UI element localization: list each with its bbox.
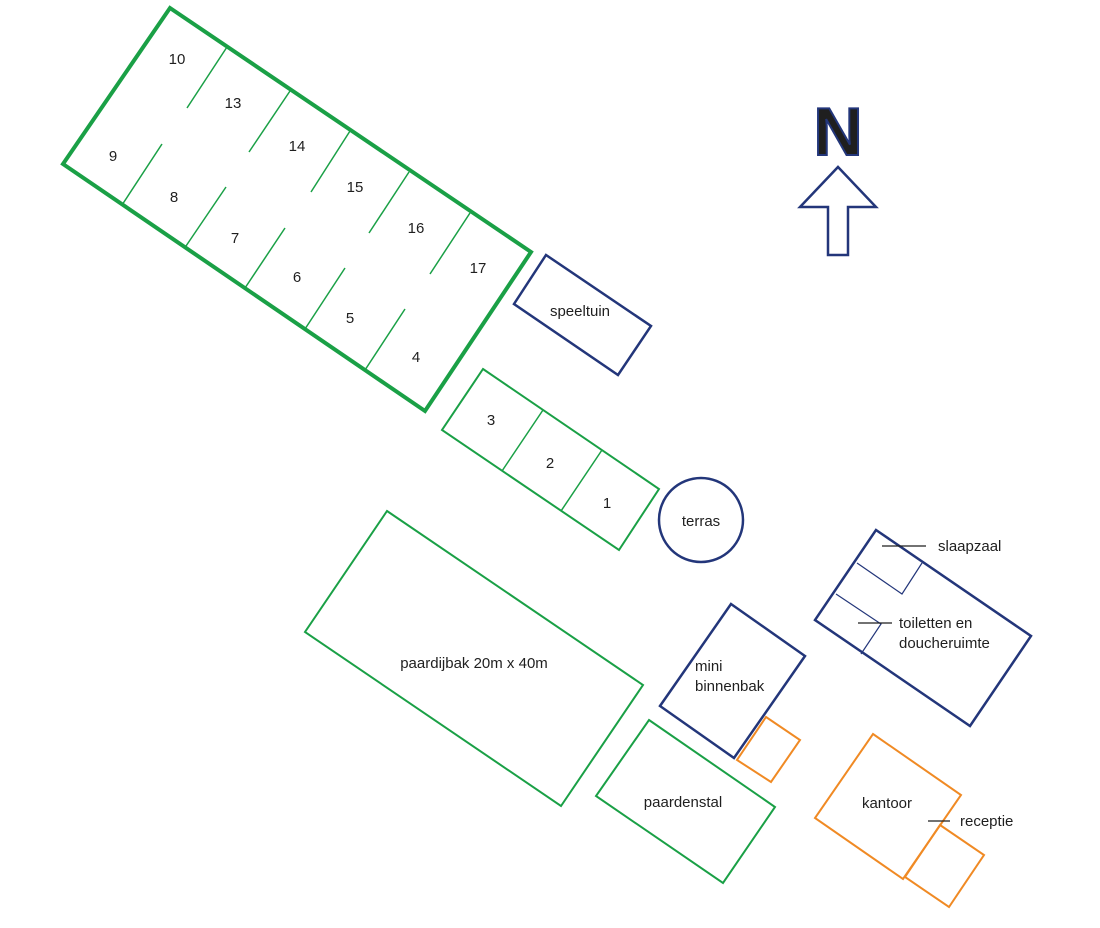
paardenstal-area: paardenstal bbox=[594, 718, 777, 885]
north-arrow-icon bbox=[797, 165, 879, 257]
stall-number-5: 5 bbox=[346, 310, 354, 327]
accommodation-building: slaapzaal toiletten en doucheruimte bbox=[813, 528, 1033, 728]
paardijbak-outline bbox=[303, 509, 645, 808]
mini-binnenbak-area: mini binnenbak bbox=[658, 602, 807, 760]
toiletten-room bbox=[835, 593, 882, 655]
small-stable-block: 3 2 1 bbox=[440, 367, 661, 552]
north-compass: N bbox=[797, 93, 879, 257]
stall-number-13: 13 bbox=[225, 95, 242, 112]
stall-number-15: 15 bbox=[347, 179, 364, 196]
stall-number-2: 2 bbox=[546, 455, 554, 472]
paardijbak-area: paardijbak 20m x 40m bbox=[303, 509, 645, 808]
terras-area: terras bbox=[657, 476, 745, 564]
speeltuin-outline bbox=[512, 253, 653, 377]
stall-number-9: 9 bbox=[109, 148, 117, 165]
divider-13-14 bbox=[248, 90, 291, 153]
toiletten-label-line2: doucheruimte bbox=[899, 635, 990, 652]
stall-number-8: 8 bbox=[170, 189, 178, 206]
divider-10-13 bbox=[186, 46, 228, 109]
terras-label: terras bbox=[682, 513, 720, 530]
large-stable-block: 10 13 14 15 16 17 9 8 7 6 5 4 bbox=[60, 5, 534, 414]
stall-number-6: 6 bbox=[293, 269, 301, 286]
receptie-outline bbox=[903, 823, 986, 909]
divider-3-2 bbox=[501, 409, 544, 472]
toiletten-label-line1: toiletten en bbox=[899, 615, 972, 632]
small-stable-outline bbox=[440, 367, 661, 552]
accommodation-outline bbox=[813, 528, 1033, 728]
stall-number-7: 7 bbox=[231, 230, 239, 247]
mini-binnenbak-outline bbox=[658, 602, 807, 760]
kantoor-outline bbox=[813, 732, 963, 881]
stall-number-14: 14 bbox=[289, 138, 306, 155]
speeltuin-label: speeltuin bbox=[550, 303, 610, 320]
mini-binnenbak-label-line2: binnenbak bbox=[695, 678, 765, 695]
stall-number-16: 16 bbox=[408, 220, 425, 237]
north-letter: N bbox=[813, 94, 862, 170]
divider-2-1 bbox=[560, 449, 603, 512]
speeltuin-area: speeltuin bbox=[512, 253, 653, 377]
divider-16-17 bbox=[429, 212, 471, 275]
paardijbak-label: paardijbak 20m x 40m bbox=[400, 655, 548, 672]
stall-number-10: 10 bbox=[169, 51, 186, 68]
kantoor-area: kantoor bbox=[813, 732, 963, 881]
divider-14-15 bbox=[310, 130, 351, 193]
terras-outline bbox=[657, 476, 745, 564]
receptie-area: receptie bbox=[903, 813, 1013, 909]
stall-number-1: 1 bbox=[603, 495, 611, 512]
divider-7-6 bbox=[244, 227, 286, 289]
orange-annex-box bbox=[735, 715, 802, 784]
divider-6-5 bbox=[304, 267, 346, 330]
large-stable-outline bbox=[60, 5, 534, 414]
stall-number-3: 3 bbox=[487, 412, 495, 429]
paardenstal-label: paardenstal bbox=[644, 794, 722, 811]
stall-number-17: 17 bbox=[470, 260, 487, 277]
divider-9-8 bbox=[121, 143, 163, 206]
receptie-label: receptie bbox=[960, 813, 1013, 830]
slaapzaal-label: slaapzaal bbox=[938, 538, 1001, 555]
stall-number-4: 4 bbox=[412, 349, 420, 366]
divider-15-16 bbox=[368, 171, 410, 234]
divider-5-4 bbox=[364, 308, 406, 371]
slaapzaal-room bbox=[856, 562, 923, 595]
paardenstal-outline bbox=[594, 718, 777, 885]
kantoor-label: kantoor bbox=[862, 795, 912, 812]
divider-8-7 bbox=[185, 186, 227, 247]
mini-binnenbak-label-line1: mini bbox=[695, 658, 723, 675]
